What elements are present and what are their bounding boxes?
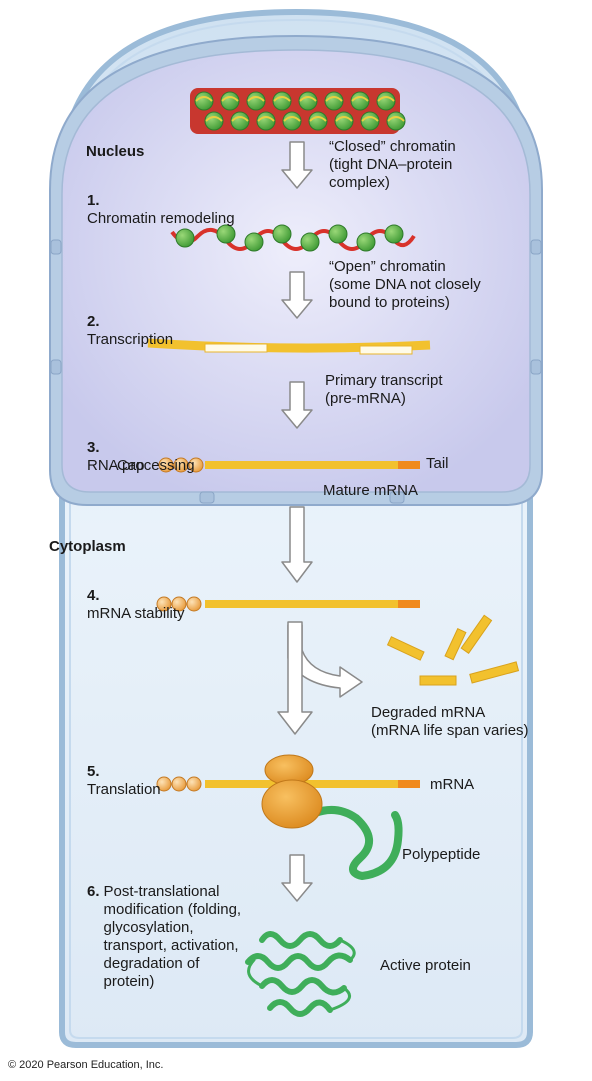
nucleosome [244, 232, 264, 252]
nucleosome [334, 111, 354, 131]
nucleosome [256, 111, 276, 131]
step-3-text: RNA processing [87, 457, 195, 474]
nucleosome [282, 111, 302, 131]
nucleosome [360, 111, 380, 131]
nucleosome [384, 224, 404, 244]
step-6-text: Post-translational modification (folding… [103, 883, 242, 990]
step-2-text: Transcription [87, 331, 174, 348]
nucleosome [230, 111, 250, 131]
nucleus-label: Nucleus [86, 143, 145, 160]
nuclear-pores [50, 239, 542, 504]
nucleosome [308, 111, 328, 131]
step-1-number: 1. [87, 192, 100, 209]
step-4-text: mRNA stability [87, 605, 185, 622]
nucleus-interior [61, 49, 531, 493]
nucleosome [216, 224, 236, 244]
degraded-mrna-fragments [386, 614, 520, 686]
nucleosome [386, 111, 406, 131]
step-5-number: 5. [87, 763, 100, 780]
cell-membrane-inner [69, 18, 523, 1039]
nucleosome [272, 91, 292, 111]
mature-mrna-label: Mature mRNA [323, 482, 419, 499]
nucleosome [328, 224, 348, 244]
step-4-label: 4. mRNA stability [87, 569, 185, 623]
nucleosome [376, 91, 396, 111]
degraded-mrna-label: Degraded mRNA (mRNA life span varies) [371, 704, 529, 739]
arrow-mrna-stability [277, 621, 313, 735]
polypeptide-label: Polypeptide [402, 846, 481, 863]
step-6-label: 6. Post-translational modification (fold… [87, 883, 241, 991]
nucleosome [272, 224, 292, 244]
mature-mrna [158, 457, 420, 473]
intron-1 [204, 343, 268, 353]
closed-chromatin [190, 88, 406, 134]
primary-transcript [147, 338, 431, 355]
step-4-number: 4. [87, 587, 100, 604]
intron-2 [359, 345, 413, 355]
step-3-label: 3. RNA processing [87, 421, 195, 475]
nucleosome [194, 91, 214, 111]
nucleosome [175, 228, 195, 248]
nucleosome [298, 91, 318, 111]
step-2-number: 2. [87, 313, 100, 330]
arrow-export [281, 506, 313, 583]
ribosome [261, 754, 323, 829]
cytoplasm-label: Cytoplasm [49, 538, 126, 555]
active-protein-label: Active protein [380, 957, 471, 974]
polypeptide-chain [294, 805, 403, 881]
step-5-text: Translation [87, 781, 161, 798]
step-1-text: Chromatin remodeling [87, 210, 235, 227]
open-chromatin [170, 224, 416, 252]
step-2-label: 2. Transcription [87, 295, 173, 349]
nucleosome [300, 232, 320, 252]
nucleosome [204, 111, 224, 131]
step-1-label: 1. Chromatin remodeling [87, 174, 235, 228]
nucleosome [324, 91, 344, 111]
primary-transcript-label: Primary transcript (pre-mRNA) [325, 372, 443, 407]
step-3-number: 3. [87, 439, 100, 456]
open-chromatin-label: “Open” chromatin (some DNA not closely b… [329, 258, 481, 311]
mrna-label: mRNA [430, 776, 475, 793]
nucleosome [220, 91, 240, 111]
step-5-label: 5. Translation [87, 745, 161, 799]
cytoplasmic-mrna [156, 596, 420, 612]
cap-label: Cap [117, 457, 145, 474]
copyright-notice: © 2020 Pearson Education, Inc. [8, 1059, 164, 1071]
tail-label: Tail [426, 455, 449, 472]
step-6-number: 6. [87, 883, 100, 900]
nucleosome [246, 91, 266, 111]
nucleosome [350, 91, 370, 111]
closed-chromatin-label: “Closed” chromatin (tight DNA–protein co… [329, 138, 456, 191]
nucleosome [356, 232, 376, 252]
active-protein [245, 931, 356, 1017]
